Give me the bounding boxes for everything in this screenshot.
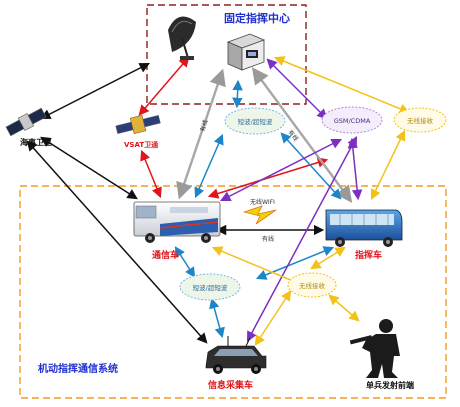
- mobile-system-title: 机动指挥通信系统: [38, 362, 118, 375]
- wired-left-label: 有线: [198, 119, 209, 133]
- command-bus-icon: [325, 209, 403, 247]
- lightning-icon: [242, 205, 277, 225]
- wireless-relay-bottom-label: 无线接收: [299, 281, 326, 290]
- gsm-cdma-label: GSM/CDMA: [334, 117, 371, 125]
- server-icon: [226, 33, 266, 71]
- soldier-icon: [349, 319, 400, 378]
- shortwave-top-label: 短波/超短波: [238, 117, 273, 126]
- command-bus-label: 指挥车: [355, 249, 382, 261]
- maritime-satellite-label: 海事卫星: [20, 137, 52, 147]
- yellow-links: [211, 56, 411, 346]
- info-vehicle-label: 信息采集车: [208, 379, 253, 391]
- maritime-satellite-icon: [5, 107, 47, 137]
- command-center-title: 固定指挥中心: [224, 11, 290, 25]
- wireless-relay-cloud-top: 无线接收: [393, 107, 447, 133]
- soldier-label: 单兵发射前端: [366, 380, 414, 390]
- comm-vehicle-label: 通信车: [152, 249, 179, 261]
- gsm-cdma-cloud: GSM/CDMA: [321, 106, 383, 134]
- wireless-relay-top-label: 无线接收: [407, 116, 434, 125]
- wireless-relay-cloud-bottom: 无线接收: [287, 272, 337, 298]
- command-center-frame: [146, 4, 307, 105]
- vsat-satellite-label: VSAT卫通: [124, 140, 159, 149]
- shortwave-bottom-label: 短波/超短波: [193, 283, 228, 292]
- vsat-satellite-icon: [115, 114, 161, 135]
- satellite-dish-icon: [168, 16, 196, 60]
- wifi-link-label: 无线WIFI: [250, 198, 275, 206]
- shortwave-cloud-top: 短波/超短波: [224, 107, 286, 135]
- comm-vehicle-icon: [133, 201, 221, 243]
- info-vehicle-icon: [205, 336, 267, 374]
- shortwave-cloud-bottom: 短波/超短波: [179, 273, 241, 301]
- wired-mid-label: 有线: [262, 235, 274, 243]
- purple-links: [219, 58, 363, 342]
